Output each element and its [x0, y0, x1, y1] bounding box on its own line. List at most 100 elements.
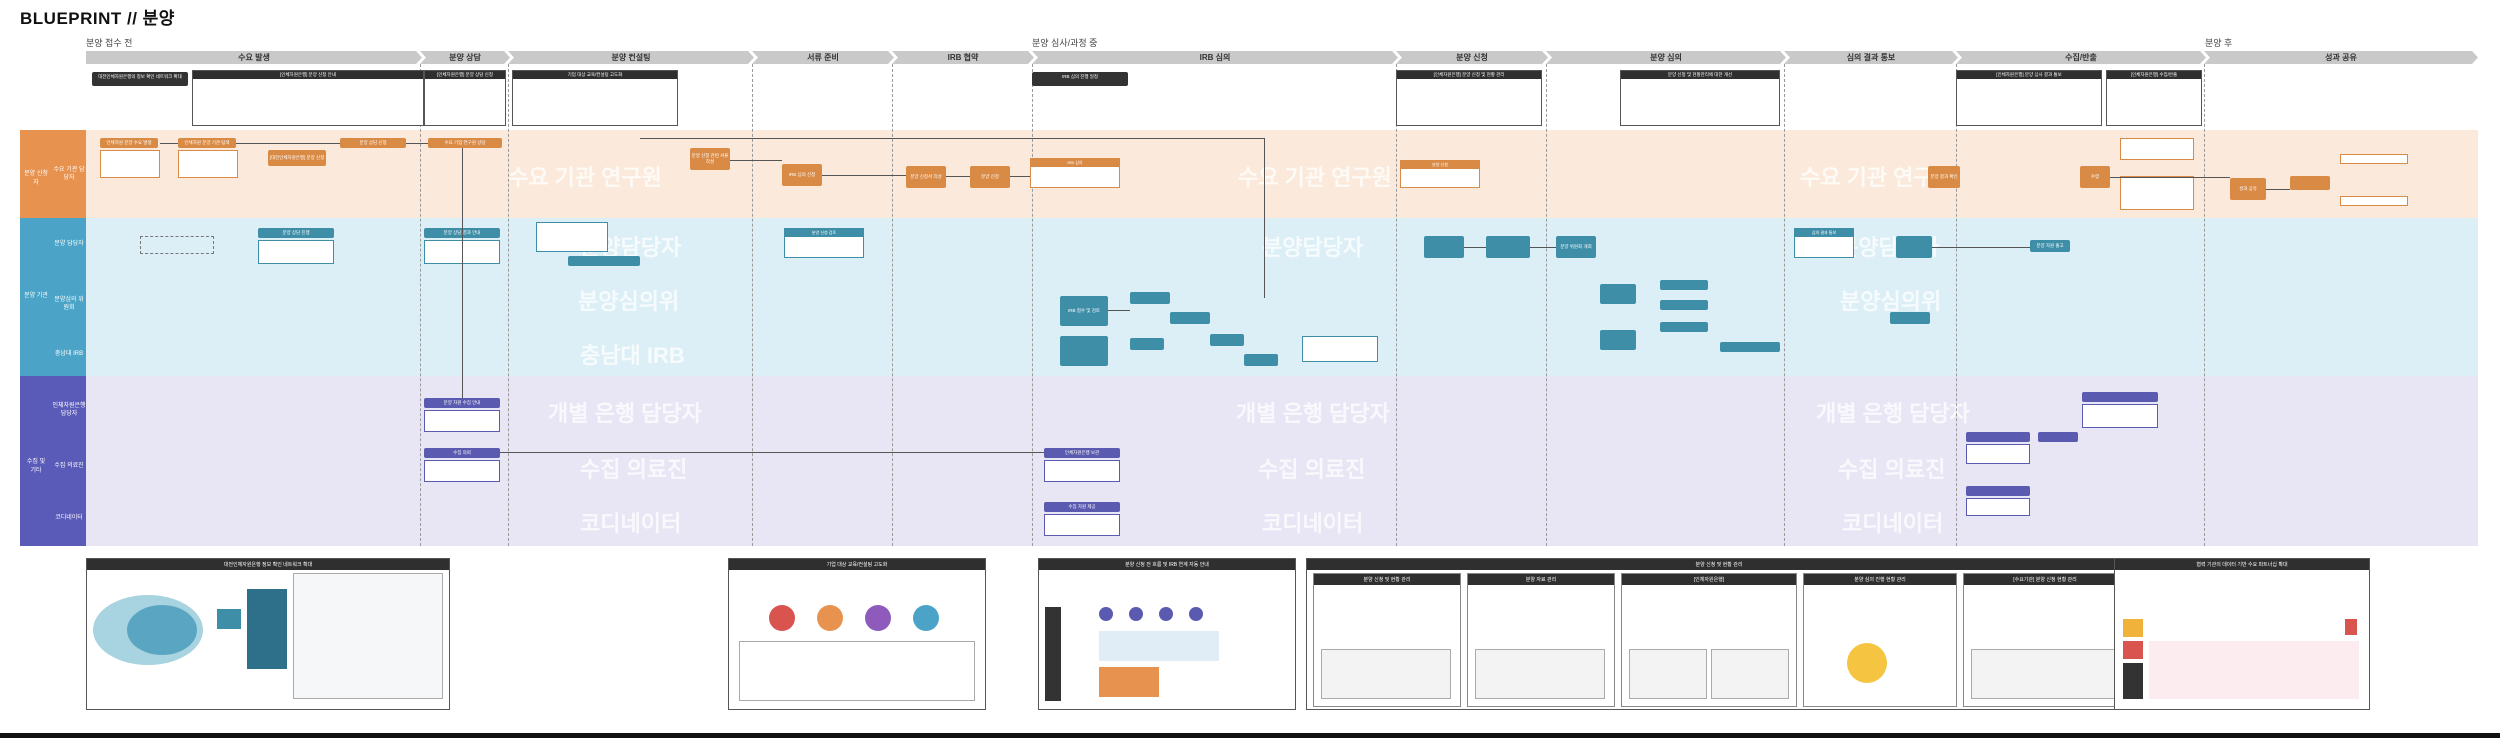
flow-line — [2110, 177, 2230, 178]
card-header: 분양 신청 및 현황 관리 — [1307, 559, 2131, 570]
bank-store-note — [1044, 460, 1120, 482]
sub-card: 분양 심의 진행 현황 관리 — [1803, 573, 1957, 707]
sub-card-header: 분양 심의 진행 현황 관리 — [1804, 574, 1956, 585]
node-consult-request: 분양 상담 신청 — [340, 138, 406, 148]
card-irb-guide: 분양 신청 전 흐름 및 IRB 연계 자동 안내 — [1038, 558, 1296, 710]
result-notify-note: 심의 결과 통보 — [1794, 228, 1854, 258]
bank-manager-note — [2082, 404, 2158, 428]
node-share-results: 성과 공유 — [2230, 178, 2266, 200]
flow-line — [500, 452, 1044, 453]
consulting-circle — [817, 605, 843, 631]
node-write-docs: 분양 신청 관련 서류 작성 — [690, 148, 730, 170]
ghost-label-bank-2: 개별 은행 담당자 — [1236, 401, 1390, 426]
node-demand-occurs: 인체자원 분양 수요 발생 — [100, 138, 158, 148]
bank-step-note — [1966, 444, 2030, 464]
flow-line — [160, 143, 178, 144]
node-consult-progress: 분양 상담 진행 — [258, 228, 334, 238]
irb-apply-note: IRB 심의 — [1030, 158, 1120, 188]
ghost-label-manager-2: 분양담당자 — [1262, 235, 1364, 260]
stage-divider — [420, 64, 421, 546]
card-partnership: 협력 기관의 데이터 기반 수요 파트너십 확대 — [2114, 558, 2370, 710]
flow-line — [1108, 310, 1130, 311]
node-committee-b — [1660, 300, 1708, 310]
consulting-circle — [913, 605, 939, 631]
network-table — [293, 573, 443, 699]
partner-icon — [2345, 619, 2357, 635]
ghost-label-doctor-3: 수집 의료진 — [1838, 457, 1946, 482]
stage-divider — [892, 64, 893, 546]
screenshot-thumb — [1629, 649, 1707, 699]
note-header: 분양 신청 및 현황관리에 대한 개선 — [1621, 71, 1779, 79]
stage-divider — [752, 64, 753, 546]
note-header: 분양 신청 검토 — [785, 229, 863, 237]
share-note — [2340, 154, 2408, 164]
card-header: 분양 신청 전 흐름 및 IRB 연계 자동 안내 — [1039, 559, 1295, 570]
lane-sub-committee: 분양심의 위원회 — [54, 297, 84, 311]
consulting-detail-note — [536, 222, 608, 252]
irb-step-dot — [1189, 607, 1203, 621]
lane-sub-collect-doctor: 수집 의료진 — [54, 463, 84, 469]
ghost-label-committee: 분양심의위 — [578, 289, 680, 314]
stage-divider — [2204, 64, 2205, 546]
irb-flow-block — [1099, 631, 1219, 661]
flow-line — [730, 160, 782, 161]
stage-consult: 분양 상담 — [420, 51, 510, 64]
note-consult-request: [인체자원은행] 분양 상담 신청 — [424, 70, 506, 126]
node-irb-step-3 — [1210, 334, 1244, 346]
card-header: 협력 기관의 데이터 기반 수요 파트너십 확대 — [2115, 559, 2369, 570]
node-requester-consult: 수요 기업 연구원 상담 — [428, 138, 502, 148]
consulting-table — [739, 641, 975, 701]
node-committee-a — [1660, 280, 1708, 290]
stage-divider — [508, 64, 509, 546]
phase-label-during: 분양 심사/과정 중 — [1032, 38, 1098, 48]
node-irb-step-2 — [1170, 312, 1210, 324]
node-bank-step-2 — [2038, 432, 2078, 442]
note-header: [인체자원은행] 분양 신청 및 현황 관리 — [1397, 71, 1541, 79]
node-committee-d — [1720, 342, 1780, 352]
lane-header-collect — [20, 376, 86, 546]
flow-line — [1010, 176, 1030, 177]
stage-collect: 수집/반출 — [1956, 51, 2206, 64]
collect-guide-note — [424, 410, 500, 432]
consulting-circle — [769, 605, 795, 631]
node-irb-receive: IRB 접수 및 검토 — [1060, 296, 1108, 326]
stage-divider — [1784, 64, 1785, 546]
lane-label-applicant: 분양 신청자 — [24, 171, 48, 186]
node-collect-request: 수집 의뢰 — [424, 448, 500, 458]
screenshot-thumb — [1321, 649, 1451, 699]
ghost-label-requester-2: 수요 기관 연구원 — [1238, 165, 1392, 190]
note-header: 심의 결과 통보 — [1795, 229, 1853, 237]
partner-table — [2149, 641, 2359, 699]
card-header: 대전인체자원은행 정보 확인 네트워크 확대 — [87, 559, 449, 570]
stage-divider — [1032, 64, 1033, 546]
irb-guide-sidebar — [1045, 607, 1061, 701]
bottom-bar — [0, 733, 2500, 738]
provide-resource-note — [1044, 514, 1120, 536]
note-header: 분양 신청 — [1401, 161, 1479, 169]
screenshot-thumb — [1971, 649, 2121, 699]
card-apply-status: 분양 신청 및 현황 관리 분양 신청 및 현황 관리 분양 자료 관리 [인체… — [1306, 558, 2132, 710]
dashed-info-box — [140, 236, 214, 254]
flow-line — [1464, 247, 1486, 248]
agency-search-note — [178, 150, 238, 178]
stage-share: 성과 공유 — [2204, 51, 2478, 64]
ghost-label-bank: 개별 은행 담당자 — [548, 401, 702, 426]
node-consulting-support — [568, 256, 640, 266]
consult-detail-note — [258, 240, 334, 264]
card-network: 대전인체자원은행 정보 확인 네트워크 확대 — [86, 558, 450, 710]
node-bank-step — [1966, 432, 2030, 442]
node-result-send — [1896, 236, 1932, 258]
lane-label-collect: 수집 및 기타 — [26, 459, 46, 474]
stage-irb-review: IRB 심의 — [1032, 51, 1398, 64]
network-arrow — [217, 609, 241, 629]
node-irb-apply: IRB 심의 신청 — [782, 164, 822, 186]
ghost-label-coordinator: 코디네이터 — [580, 511, 682, 536]
collect-request-note — [424, 460, 500, 482]
note-header: [인체자원은행] 수집/반출 — [2107, 71, 2201, 79]
lane-sub-irb: 충남대 IRB — [54, 351, 84, 357]
stage-divider — [1546, 64, 1547, 546]
card-header: 기업 대상 교육/컨설팅 고도화 — [729, 559, 985, 570]
node-irb-step-4 — [1130, 338, 1164, 350]
phase-label-before: 분양 접수 전 — [86, 38, 133, 48]
node-receive: 수령 — [2080, 166, 2110, 188]
